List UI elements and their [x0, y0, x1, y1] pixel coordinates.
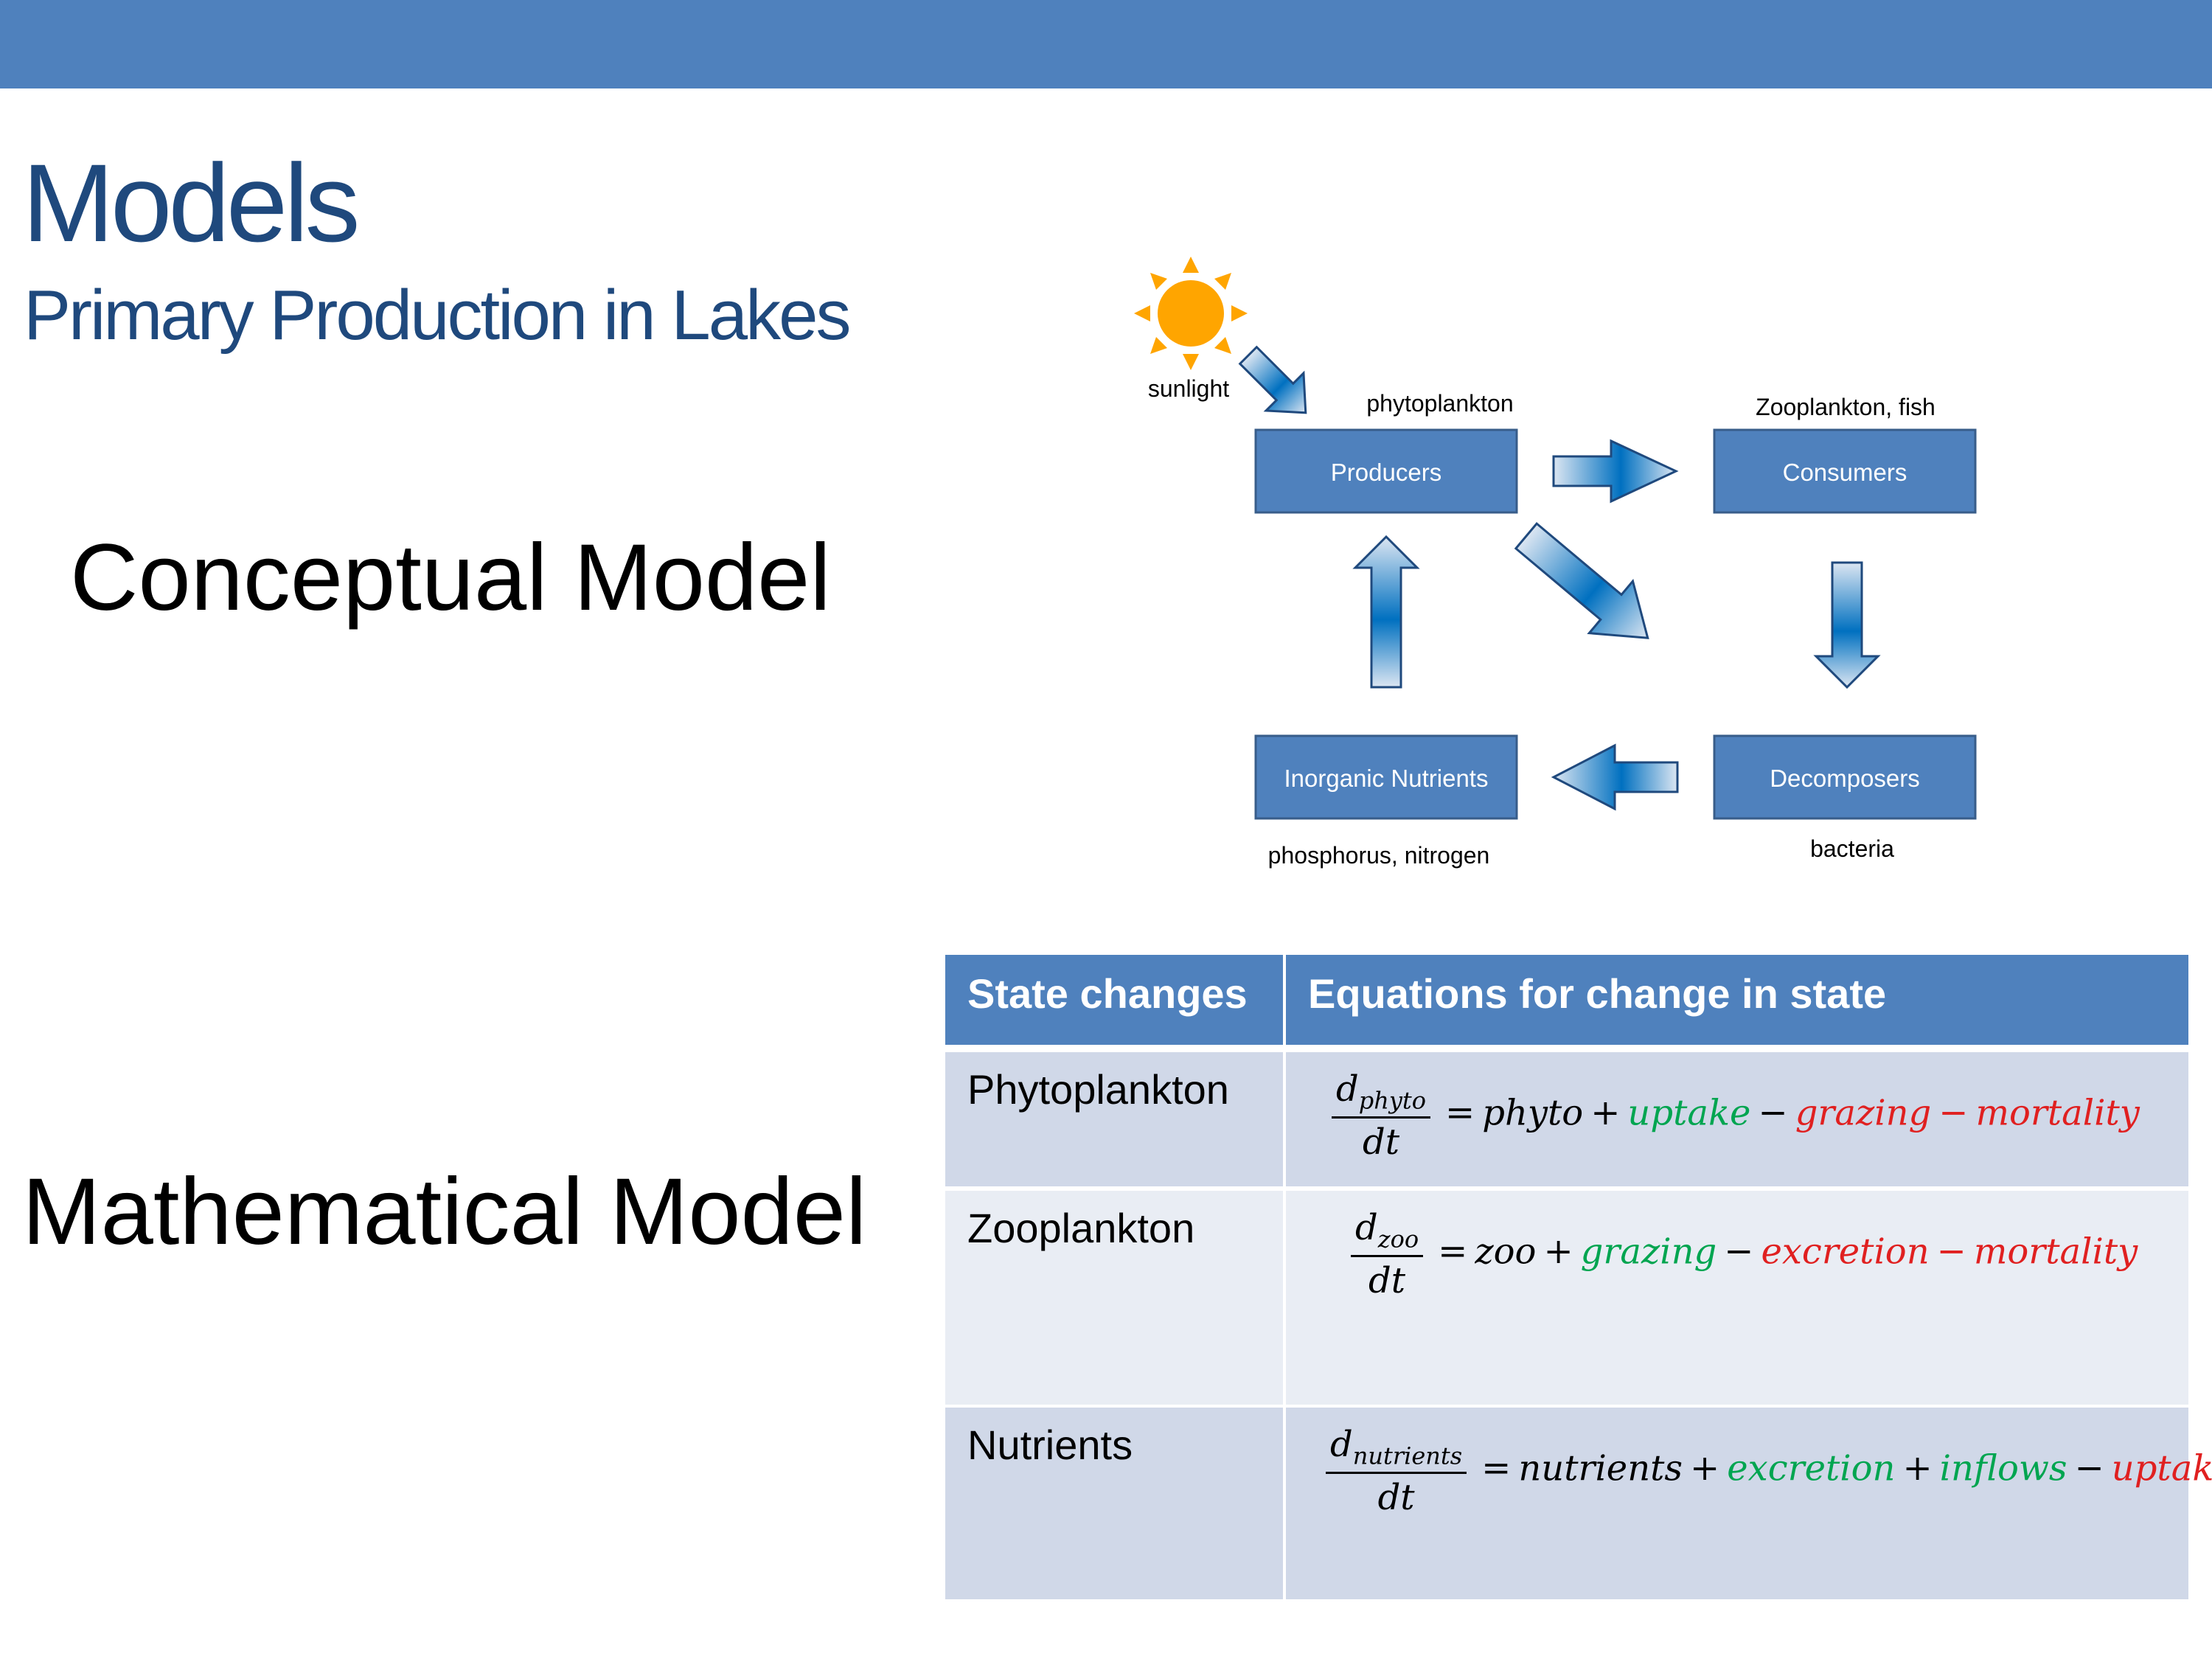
decomposers-box: Decomposers [1713, 734, 1977, 820]
decomposers-to-nutrients-arrow [1551, 743, 1679, 811]
producers-caption: phytoplankton [1366, 390, 1513, 417]
mathematical-model-label: Mathematical Model [22, 1159, 867, 1265]
decomposers-caption: bacteria [1810, 835, 1894, 862]
consumers-label: Consumers [1783, 459, 1907, 486]
producers-to-decomposers-arrow [1514, 522, 1649, 639]
slide-subtitle: Primary Production in Lakes [24, 276, 852, 355]
nutrients-to-producers-arrow [1352, 535, 1420, 689]
sunlight-label: sunlight [1148, 375, 1229, 402]
header-state-changes: State changes [945, 955, 1283, 1045]
state-name: Phytoplankton [967, 1066, 1229, 1113]
header-equations: Equations for change in state [1286, 955, 2188, 1045]
slide-title: Models [22, 141, 361, 265]
consumers-caption: Zooplankton, fish [1756, 394, 1935, 420]
conceptual-model-label: Conceptual Model [70, 525, 831, 630]
producers-box: Producers [1254, 428, 1518, 514]
inorganic-nutrients-box: Inorganic Nutrients [1254, 734, 1518, 820]
sunlight-arrow [1238, 345, 1307, 414]
consumers-box: Consumers [1713, 428, 1977, 514]
conceptual-diagram: sunlight Producers phytoplankton Consume… [1134, 257, 1977, 869]
decomposers-label: Decomposers [1770, 765, 1920, 792]
consumers-to-decomposers-arrow [1813, 561, 1881, 689]
top-banner [0, 0, 2212, 88]
table-header-row: State changes Equations for change in st… [945, 955, 2188, 1045]
sun-icon [1134, 257, 1248, 370]
state-name: Nutrients [967, 1422, 1133, 1468]
producers-to-consumers-arrow [1552, 439, 1679, 504]
inorganic-nutrients-caption: phosphorus, nitrogen [1268, 842, 1490, 869]
state-name: Zooplankton [967, 1205, 1195, 1251]
producers-label: Producers [1331, 459, 1441, 486]
inorganic-nutrients-label: Inorganic Nutrients [1284, 765, 1489, 792]
